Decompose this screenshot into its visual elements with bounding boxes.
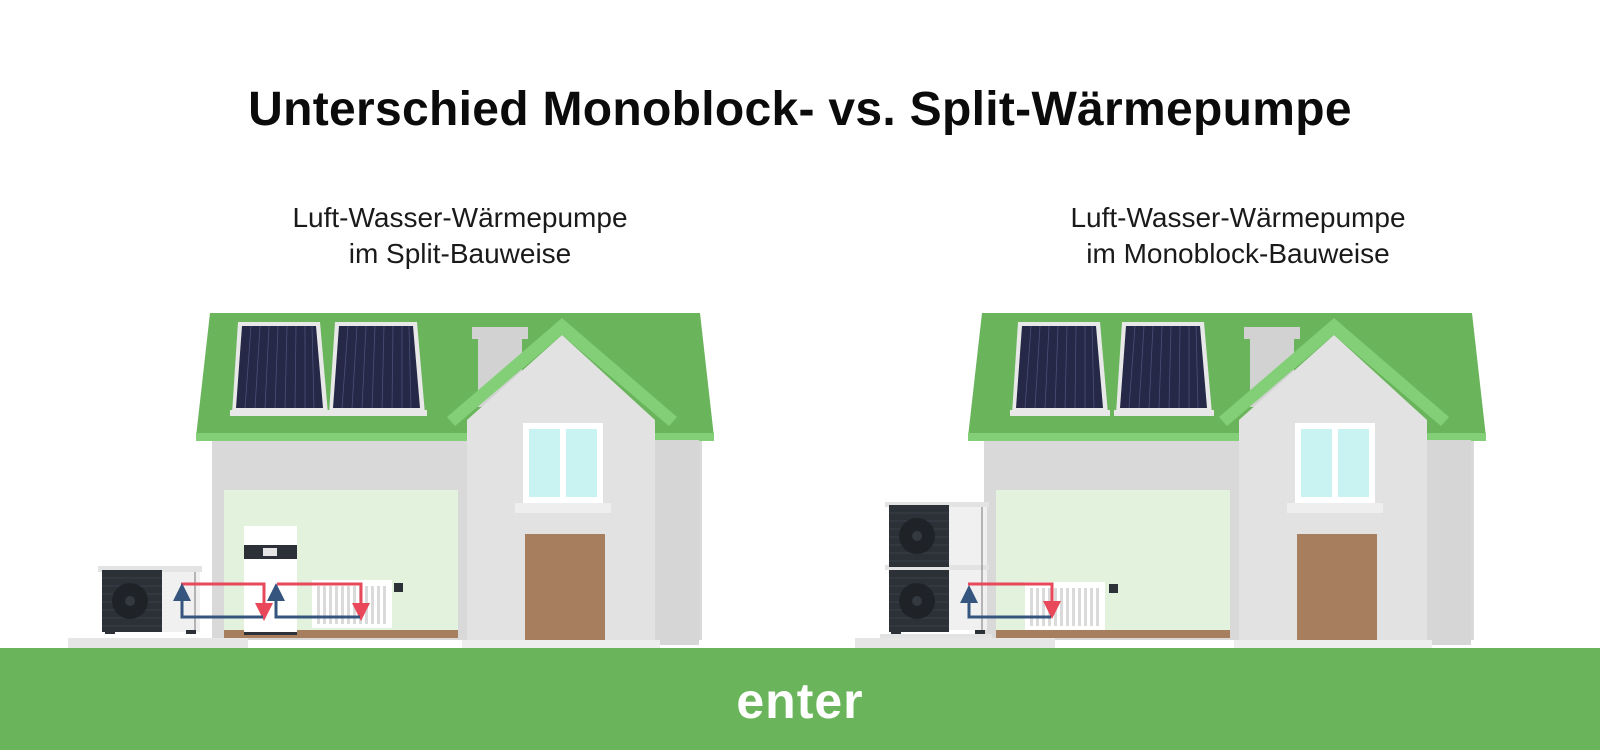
monoblock-house	[855, 313, 1486, 650]
monoblock-subtitle-line1: Luft-Wasser-Wärmepumpe	[1070, 202, 1406, 233]
outdoor-unit-icon	[98, 566, 202, 634]
page-title: Unterschied Monoblock- vs. Split-Wärmepu…	[248, 83, 1352, 136]
ground-footer	[0, 648, 1600, 750]
monoblock-subtitle: Luft-Wasser-Wärmepumpe im Monoblock-Bauw…	[978, 200, 1498, 272]
split-subtitle: Luft-Wasser-Wärmepumpe im Split-Bauweise	[200, 200, 720, 272]
split-subtitle-line2: im Split-Bauweise	[348, 238, 572, 269]
radiator-icon	[1025, 582, 1118, 630]
brand-logo: enter	[736, 673, 864, 729]
flow-arrows-icon	[173, 582, 370, 621]
split-subtitle-line1: Luft-Wasser-Wärmepumpe	[292, 202, 628, 233]
split-house	[68, 313, 714, 650]
radiator-icon	[312, 580, 403, 628]
monoblock-subtitle-line2: im Monoblock-Bauweise	[1086, 238, 1390, 269]
flow-arrows-icon	[960, 582, 1061, 619]
outdoor-unit-stacked-icon	[880, 502, 992, 638]
indoor-unit-icon	[244, 526, 297, 635]
